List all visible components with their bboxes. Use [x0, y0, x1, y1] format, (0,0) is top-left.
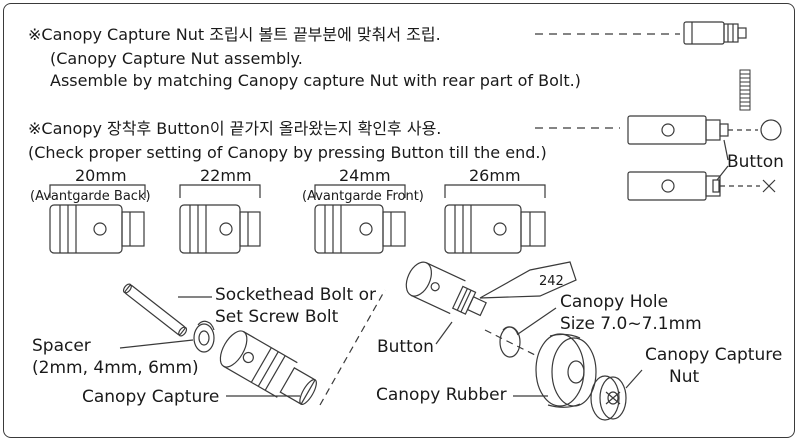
label-canopy-hole: Canopy Hole	[560, 292, 669, 312]
label-hole-size: Size 7.0~7.1mm	[560, 314, 702, 334]
model-label-avantgarde-front: (Avantgarde Front)	[302, 189, 424, 204]
label-spacer-sizes: (2mm, 4mm, 6mm)	[32, 358, 199, 378]
note1-line1: ※Canopy Capture Nut 조립시 볼트 끝부분에 맞춰서 조립.	[28, 25, 441, 44]
capture-variant-22mm	[179, 204, 261, 254]
glue-tag-242: 242	[539, 274, 564, 289]
size-label-26mm: 26mm	[469, 166, 521, 185]
exploded-spacer	[193, 320, 215, 353]
capture-incorrect-illustration	[627, 171, 776, 201]
label-capture-nut-nut: Nut	[669, 367, 700, 387]
label-canopy-capture-nut: Canopy Capture	[645, 345, 783, 365]
note1-line2: (Canopy Capture Nut assembly.	[50, 49, 303, 68]
canopy-hole-leader	[517, 307, 557, 335]
axis-dashed-lower	[319, 289, 386, 406]
size-label-20mm: 20mm	[75, 166, 127, 185]
button-leader	[435, 321, 453, 345]
axis-dashed-upper	[484, 329, 536, 356]
dim-bracket-26mm	[444, 184, 546, 198]
label-set-screw-bolt: Set Screw Bolt	[215, 307, 339, 327]
exploded-canopy-capture	[219, 330, 317, 405]
diagram-frame	[3, 3, 795, 438]
spacer-leader	[119, 339, 194, 349]
capture-variant-24mm	[314, 204, 406, 254]
side-capture-nut-illustration	[683, 21, 747, 45]
button-callout-leader-lower	[716, 165, 729, 181]
label-canopy-capture: Canopy Capture	[82, 387, 220, 407]
side-bolt-illustration	[739, 69, 751, 111]
dim-bracket-24mm	[314, 184, 406, 198]
capture-variant-20mm	[49, 204, 145, 254]
exploded-o-ring	[499, 326, 521, 358]
size-label-22mm: 22mm	[200, 166, 252, 185]
capture-nut-leader	[625, 369, 643, 389]
exploded-capture-nut	[590, 375, 627, 421]
dim-bracket-22mm	[179, 184, 261, 198]
button-callout-label: Button	[727, 152, 784, 172]
exploded-button-assembly	[405, 261, 487, 317]
note1-line3: Assemble by matching Canopy capture Nut …	[50, 71, 581, 90]
dim-bracket-20mm	[49, 184, 146, 198]
label-button: Button	[377, 337, 434, 357]
exploded-canopy-rubber	[535, 333, 597, 408]
capture-correct-illustration	[627, 115, 782, 145]
capture-variant-26mm	[444, 204, 546, 254]
note2-line2: (Check proper setting of Canopy by press…	[28, 143, 547, 162]
size-label-24mm: 24mm	[339, 166, 391, 185]
label-sockethead-bolt: Sockethead Bolt or	[215, 285, 376, 305]
exploded-sockethead-bolt	[122, 283, 188, 337]
button-callout-leader-upper	[723, 139, 729, 161]
note2-line1: ※Canopy 장착후 Button이 끝가지 올라왔는지 확인후 사용.	[28, 119, 442, 138]
label-canopy-rubber: Canopy Rubber	[376, 385, 507, 405]
label-spacer: Spacer	[32, 336, 91, 356]
model-label-avantgarde-back: (Avantgarde Back)	[30, 189, 151, 204]
glue-tag-shape	[479, 261, 577, 299]
